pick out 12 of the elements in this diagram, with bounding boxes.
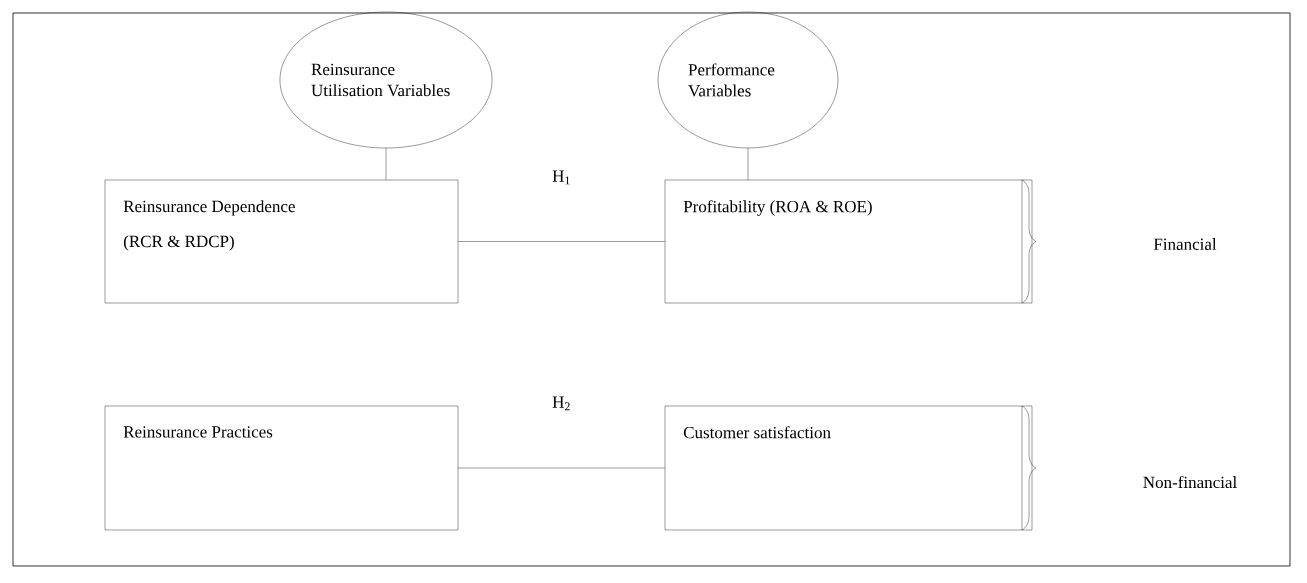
category-label: Non-financial <box>1143 475 1237 489</box>
category-label: Financial <box>1153 238 1217 250</box>
connector-line <box>458 241 665 242</box>
variable-box: Profitability (ROA & ROE) <box>664 179 1033 304</box>
hypothesis-label: H$_{1}$ <box>552 170 570 185</box>
connector-line <box>458 467 665 469</box>
connector-line <box>747 148 749 180</box>
hypothesis-label: H$_{2}$ <box>552 396 570 411</box>
variable-box: Customer satisfaction <box>664 405 1033 531</box>
variable-box: Reinsurance Dependence (RCR & RDCP) <box>104 179 459 304</box>
connector-line <box>385 148 387 180</box>
variable-box: Reinsurance Practices <box>104 405 459 531</box>
